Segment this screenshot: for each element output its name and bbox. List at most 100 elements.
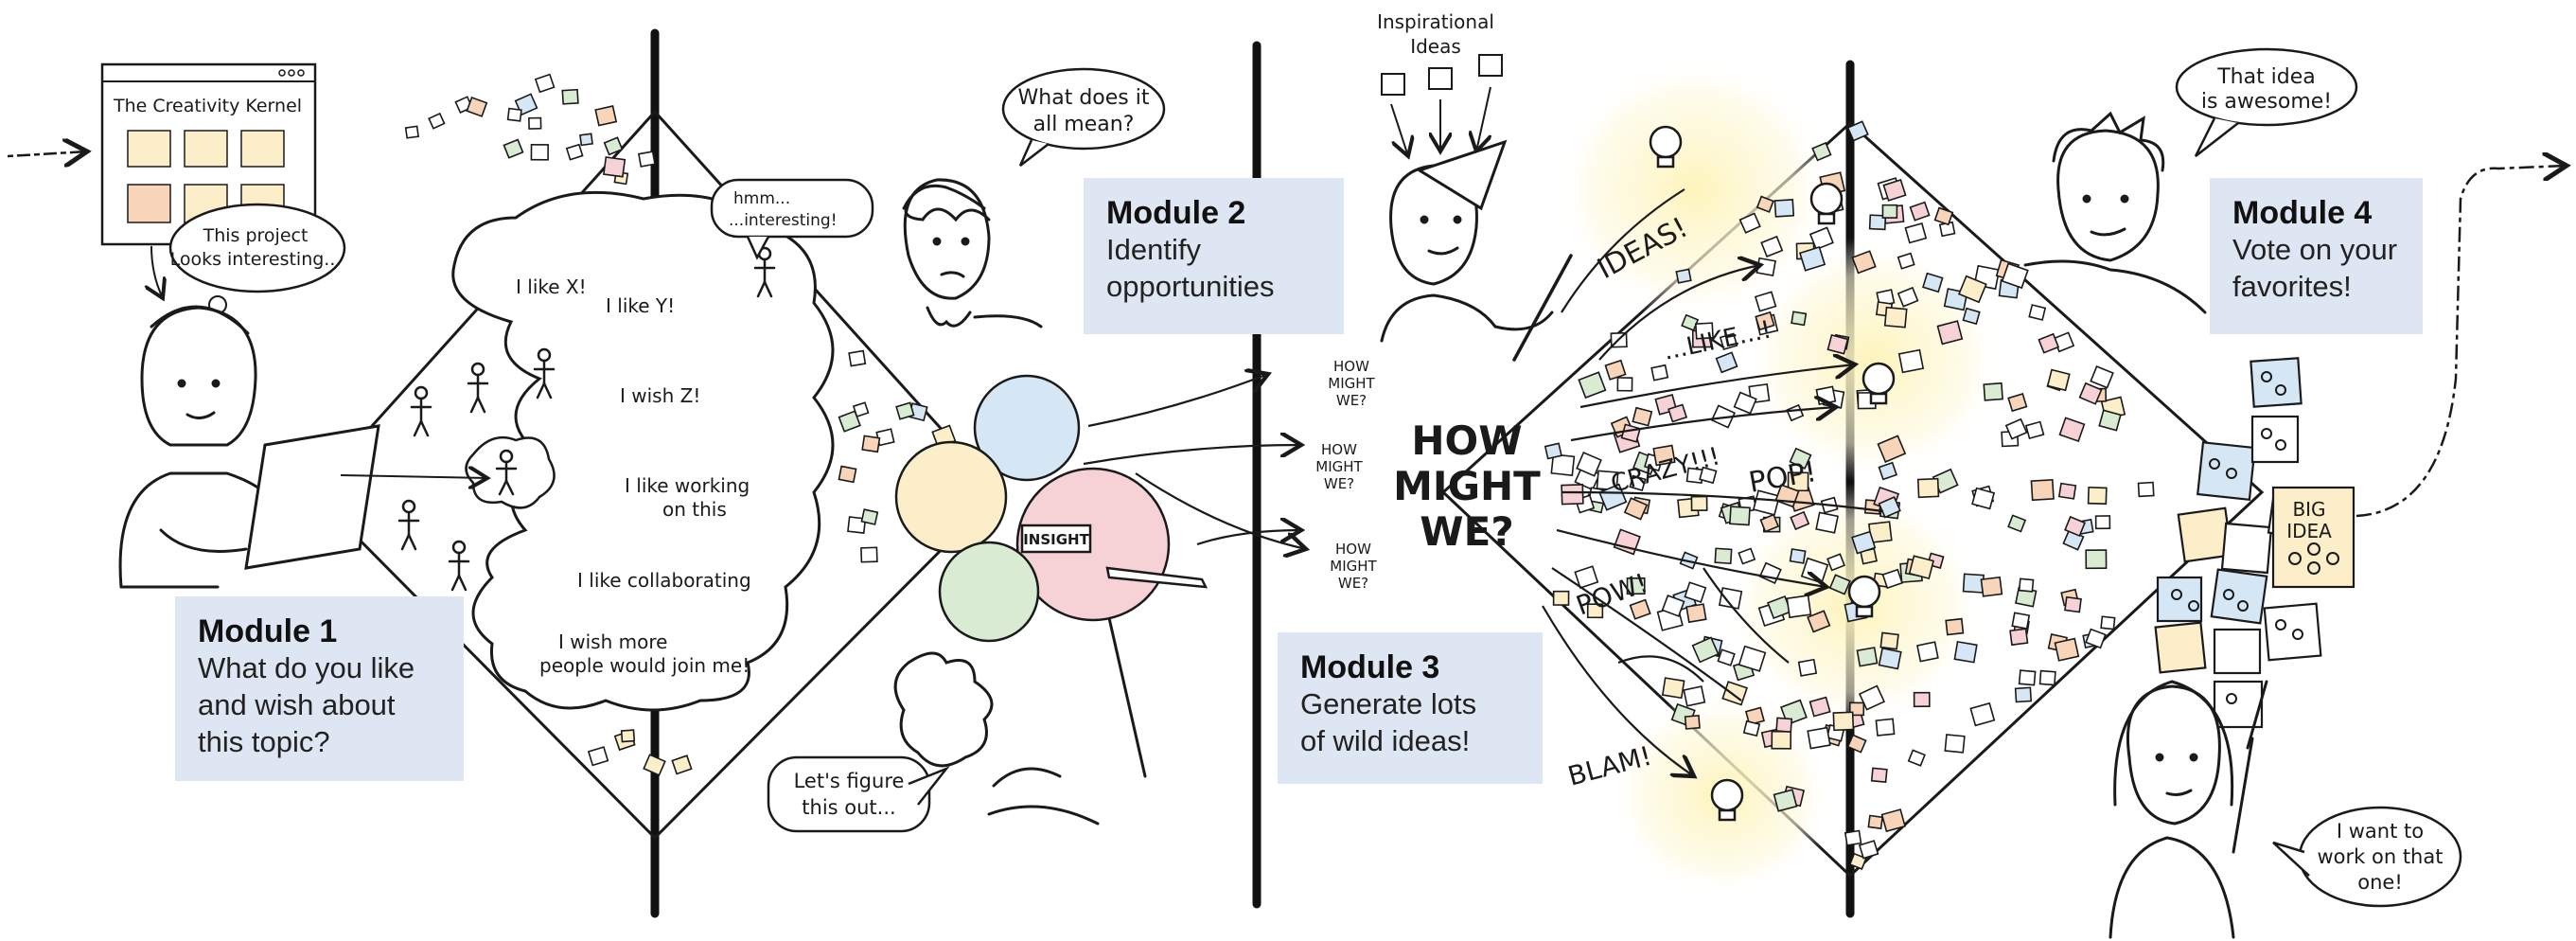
sticky-note [1561, 484, 1584, 506]
sticky-note [1808, 226, 1834, 251]
sticky-note [2094, 515, 2111, 530]
browser-title: The Creativity Kernel [113, 96, 302, 116]
laptop-to-cloud-arrow [340, 475, 487, 478]
person-thinking [902, 178, 1043, 328]
sticky-note [1897, 252, 1915, 270]
speech-hmm-line1: hmm... [733, 189, 790, 208]
sticky-note [1544, 442, 1562, 460]
sticky-note [1699, 466, 1718, 485]
speech-awesome-line1: That idea [2216, 65, 2316, 89]
sticky-note [1962, 307, 1981, 326]
speech-figure-line2: this out... [802, 796, 895, 819]
sticky-note [1578, 371, 1607, 399]
sticky-note [2100, 615, 2116, 630]
sticky-note [1691, 636, 1720, 664]
stick-figures [397, 246, 776, 592]
sticky-note [2057, 482, 2077, 500]
sticky-note [1826, 553, 1846, 572]
speech-bubble-want: I want to work on that one! [2272, 806, 2462, 908]
hmw-big-1: HOW [1411, 417, 1522, 464]
sticky-note [2098, 409, 2122, 432]
module-1-box: Module 1 What do you like and wish about… [175, 596, 464, 781]
browser-to-person-arrow [151, 245, 163, 298]
cluster-arrows [1083, 374, 1306, 549]
sticky-note [1851, 530, 1877, 555]
module-3-desc: Generate lots of wild ideas! [1300, 687, 1477, 757]
sticky-note [1667, 403, 1688, 423]
sticky-note [2087, 487, 2108, 506]
sticky-note [1718, 587, 1743, 610]
sticky-note [1684, 715, 1701, 730]
sticky-note [1807, 610, 1831, 633]
person-pointing [2108, 680, 2268, 939]
sticky-note [1661, 677, 1685, 700]
sticky-note [1844, 829, 1862, 846]
sticky-note [1945, 617, 1965, 636]
thought-project-line1: This project [203, 225, 309, 246]
sticky-note [2007, 514, 2027, 533]
sticky-note [1744, 706, 1765, 726]
sticky-note [1675, 268, 1692, 284]
sticky-note [1629, 474, 1647, 491]
speech-bubble-meaning: What does it all mean? [1001, 67, 1166, 167]
sticky-note [1953, 640, 1978, 664]
statement-working-1: I like working [625, 474, 750, 497]
sticky-note [1851, 250, 1877, 275]
statement-wish-more-2: people would join me! [539, 654, 750, 677]
sticky-note [1790, 510, 1810, 531]
thought-project-line2: Looks interesting... [170, 249, 342, 270]
sticky-note [1807, 726, 1831, 750]
sticky-note [895, 401, 915, 420]
sticky-note [1916, 477, 1940, 499]
sticky-note [860, 546, 878, 563]
sticky-note [1729, 506, 1751, 526]
module-2-title: Module 2 [1106, 195, 1246, 231]
sticky-note [528, 116, 542, 130]
speech-want-line2: work on that [2318, 845, 2444, 868]
sticky-note [1791, 311, 1808, 327]
sticky-note [1877, 435, 1907, 463]
sticky-note [1574, 565, 1599, 589]
hmw-small-1b: MIGHT [1328, 375, 1375, 392]
sticky-note [1944, 734, 1966, 754]
bulb-icon [1847, 575, 1881, 618]
sticky-note [1775, 717, 1793, 733]
sticky-note [1969, 701, 1996, 727]
bulb-icon [1710, 778, 1744, 822]
sticky-note [1815, 511, 1839, 534]
statement-cloud: I like X! I like Y! I wish Z! I like wor… [451, 190, 835, 712]
big-hmw: HOW MIGHT WE? [1393, 417, 1541, 555]
sticky-note [603, 136, 624, 156]
bulb-icon [1809, 182, 1844, 225]
burst-lines [1542, 188, 1884, 776]
sticky-note [1755, 311, 1775, 331]
speech-hmm-line2: ...interesting! [729, 211, 838, 230]
glow-top [1552, 57, 1836, 322]
speech-awesome-line2: is awesome! [2201, 90, 2332, 114]
big-idea-card [2271, 486, 2355, 589]
sticky-note [1908, 555, 1934, 580]
thought-bubble-project: This project Looks interesting... [168, 203, 346, 343]
sticky-note [1797, 658, 1818, 677]
sticky-note [1815, 385, 1837, 406]
sticky-note [1695, 322, 1714, 340]
sticky-note [1897, 286, 1919, 308]
sticky-note [1786, 595, 1812, 619]
sticky-note [1714, 547, 1733, 565]
sticky-note [1710, 404, 1736, 429]
sticky-note [1683, 685, 1706, 707]
person-with-laptop [118, 305, 380, 589]
glow-mid [1741, 237, 2006, 483]
sticky-note [1881, 204, 1898, 219]
sticky-note [2024, 420, 2045, 440]
speech-meaning-line1: What does it [1018, 86, 1150, 110]
marker-pen [1105, 566, 1209, 589]
sticky-note [1907, 749, 1926, 767]
sticky-note [1848, 852, 1867, 870]
diamond-left [309, 109, 1001, 841]
speech-meaning-line2: all mean? [1033, 113, 1135, 136]
sticky-note [594, 105, 618, 127]
sticky-note [2018, 577, 2035, 593]
sticky-note [1684, 581, 1707, 604]
